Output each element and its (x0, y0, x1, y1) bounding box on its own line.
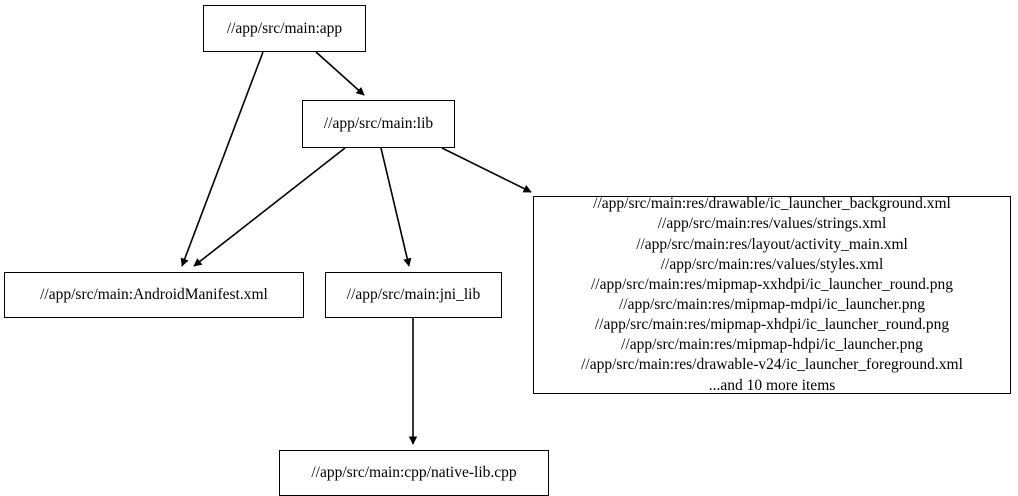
edge-lib-to-manifest (193, 147, 346, 267)
node-text-line: ...and 10 more items (708, 376, 836, 394)
edge-app-to-lib (315, 51, 365, 96)
node-native-lib-label: //app/src/main:cpp/native-lib.cpp (311, 464, 517, 482)
edge-app-to-manifest (180, 51, 264, 267)
node-jni-lib-label: //app/src/main:jni_lib (346, 286, 481, 304)
node-app[interactable]: //app/src/main:app (203, 5, 366, 52)
node-android-manifest[interactable]: //app/src/main:AndroidManifest.xml (4, 272, 304, 318)
node-text-line: //app/src/main:res/drawable-v24/ic_launc… (581, 356, 963, 374)
edge-lib-to-res-group (441, 147, 532, 193)
node-text-line: //app/src/main:res/mipmap-hdpi/ic_launch… (621, 336, 923, 354)
node-text-line: //app/src/main:res/mipmap-xhdpi/ic_launc… (594, 316, 950, 334)
node-text-line: //app/src/main:res/values/styles.xml (660, 255, 884, 273)
node-text-line: //app/src/main:res/drawable/ic_launcher_… (593, 195, 951, 213)
node-res-group-label: //app/src/main:res/drawable/ic_launcher_… (540, 194, 1004, 395)
node-text-line: //app/src/main:res/layout/activity_main.… (636, 235, 908, 253)
node-lib[interactable]: //app/src/main:lib (302, 100, 455, 148)
node-android-manifest-label: //app/src/main:AndroidManifest.xml (40, 286, 268, 304)
node-lib-label: //app/src/main:lib (323, 115, 434, 133)
node-res-group[interactable]: //app/src/main:res/drawable/ic_launcher_… (533, 194, 1011, 395)
node-text-line: //app/src/main:res/values/strings.xml (657, 215, 887, 233)
edge-lib-to-jni-lib (380, 147, 412, 267)
node-app-label: //app/src/main:app (226, 19, 343, 37)
node-text-line: //app/src/main:res/mipmap-mdpi/ic_launch… (618, 296, 926, 313)
node-native-lib[interactable]: //app/src/main:cpp/native-lib.cpp (279, 450, 549, 496)
node-jni-lib[interactable]: //app/src/main:jni_lib (325, 272, 502, 318)
node-text-line: //app/src/main:res/mipmap-xxhdpi/ic_laun… (590, 275, 953, 293)
